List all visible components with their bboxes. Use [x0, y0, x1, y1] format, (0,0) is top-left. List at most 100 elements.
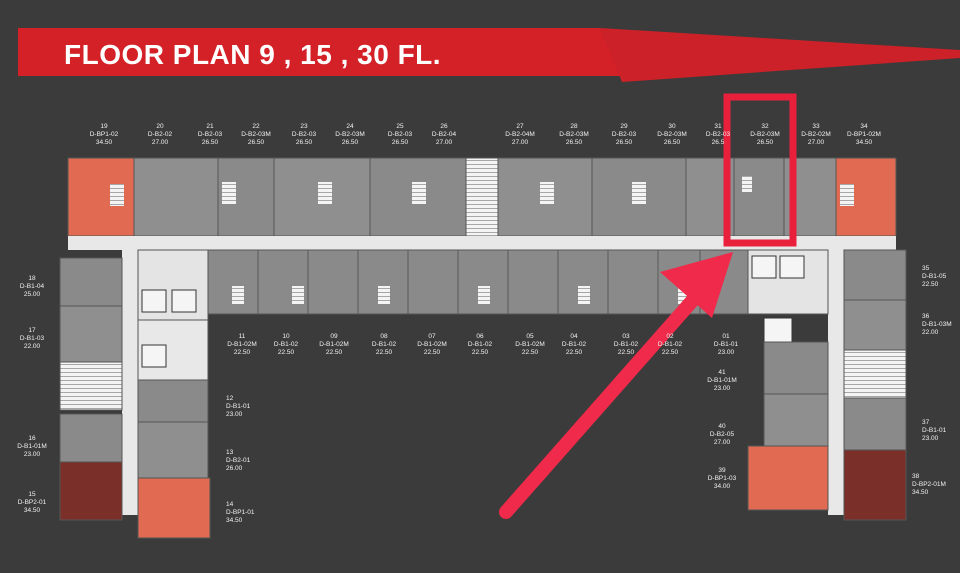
unit-no: 22: [252, 123, 260, 130]
unit-area: 27.00: [436, 139, 453, 146]
unit-no: 34: [860, 123, 868, 130]
unit-area: 34.50: [24, 507, 41, 514]
unit-area: 22.50: [618, 349, 635, 356]
unit-type: D-B1-02M: [417, 341, 447, 348]
unit-no: 23: [300, 123, 308, 130]
unit-area: 27.00: [152, 139, 169, 146]
unit-type: D-B1-05: [922, 273, 947, 280]
unit-no: 02: [666, 333, 674, 340]
unit-type: D-B2-03: [198, 131, 223, 138]
unit-no: 18: [28, 275, 36, 282]
unit-area: 34.50: [856, 139, 873, 146]
unit-type: D-B1-01: [922, 427, 947, 434]
highlight-box: [723, 93, 797, 247]
unit-no: 28: [570, 123, 578, 130]
upper-row: [67, 157, 897, 237]
unit-area: 22.50: [522, 349, 539, 356]
unit-area: 26.50: [616, 139, 633, 146]
unit-no: 15: [28, 491, 36, 498]
unit-area: 22.50: [472, 349, 489, 356]
unit-type: D-B1-02: [468, 341, 493, 348]
unit-no: 38: [912, 473, 920, 480]
unit-type: D-BP2-01M: [912, 481, 946, 488]
unit-area: 22.50: [376, 349, 393, 356]
unit-type: D-B1-01M: [17, 443, 47, 450]
unit-no: 37: [922, 419, 930, 426]
unit-no: 19: [100, 123, 108, 130]
unit-area: 22.50: [662, 349, 679, 356]
unit-type: D-B1-04: [20, 283, 45, 290]
core-right: [747, 249, 829, 343]
unit-no: 09: [330, 333, 338, 340]
unit-type: D-B1-02: [274, 341, 299, 348]
unit-type: D-BP1-02M: [847, 131, 881, 138]
unit-no: 16: [28, 435, 36, 442]
unit-no: 12: [226, 395, 234, 402]
unit-labels: 19D-BP1-0234.5020D-B2-0227.0021D-B2-0326…: [17, 123, 951, 524]
unit-area: 34.50: [226, 517, 243, 524]
unit-no: 17: [28, 327, 36, 334]
unit-area: 23.00: [922, 435, 939, 442]
unit-area: 26.50: [566, 139, 583, 146]
unit-no: 29: [620, 123, 628, 130]
title-banner: [18, 28, 620, 76]
unit-no: 03: [622, 333, 630, 340]
unit-type: D-B2-02: [148, 131, 173, 138]
unit-no: 11: [239, 333, 246, 340]
unit-no: 30: [668, 123, 676, 130]
unit-area: 27.00: [714, 439, 731, 446]
unit-type: D-B1-03: [20, 335, 45, 342]
unit-type: D-B2-03: [292, 131, 317, 138]
unit-no: 07: [428, 333, 436, 340]
unit-no: 20: [156, 123, 164, 130]
unit-type: D-B1-01: [714, 341, 739, 348]
unit-no: 05: [526, 333, 534, 340]
unit-area: 22.00: [922, 329, 939, 336]
corridor-right: [828, 250, 844, 515]
unit-area: 26.50: [664, 139, 681, 146]
unit-area: 26.50: [392, 139, 409, 146]
unit-area: 22.50: [566, 349, 583, 356]
unit-no: 06: [476, 333, 484, 340]
unit-type: D-B1-03M: [922, 321, 952, 328]
unit-no: 27: [516, 123, 524, 130]
unit-no: 04: [570, 333, 578, 340]
unit-area: 23.00: [226, 411, 243, 418]
unit-area: 34.50: [96, 139, 113, 146]
unit-area: 26.50: [202, 139, 219, 146]
unit-area: 26.50: [248, 139, 265, 146]
unit-type: D-B1-02: [372, 341, 397, 348]
corridor: [68, 236, 896, 250]
corridor-left: [122, 250, 138, 515]
unit-type: D-B1-02M: [319, 341, 349, 348]
unit-type: D-B1-02: [614, 341, 639, 348]
unit-area: 34.50: [912, 489, 929, 496]
core-left: [137, 249, 209, 381]
right-wing: [747, 249, 907, 521]
lower-row: [207, 249, 749, 315]
